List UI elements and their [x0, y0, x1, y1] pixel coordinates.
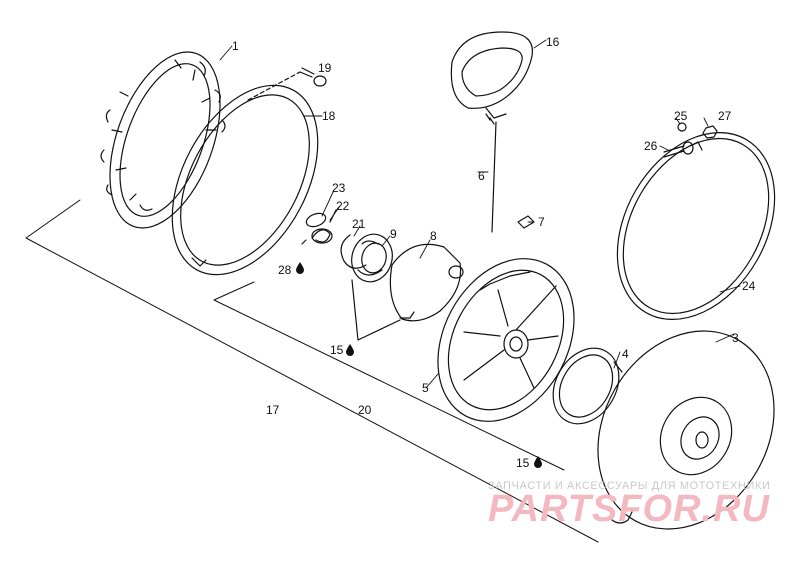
callout-8: 8 — [430, 229, 437, 243]
callout-19: 19 — [318, 61, 332, 75]
watermark-tagline: ЗАПЧАСТИ И АКСЕССУАРЫ ДЛЯ МОТОТЕХНИКИ — [488, 480, 771, 492]
part-25-washer — [677, 122, 687, 132]
part-3-starter-cover — [597, 330, 775, 530]
callout-7: 7 — [538, 215, 545, 229]
grease-drop-icon — [346, 344, 354, 356]
callout-18: 18 — [322, 109, 336, 123]
callout-22: 22 — [336, 199, 350, 213]
callout-27: 27 — [718, 109, 732, 123]
callout-9: 9 — [390, 227, 397, 241]
leader-lines — [219, 39, 741, 389]
callout-15b: 15 — [516, 456, 530, 470]
part-19-bolt — [247, 67, 327, 101]
part-18-outer-ring — [171, 84, 319, 276]
callout-20: 20 — [358, 403, 372, 417]
part-22-spring — [301, 209, 337, 245]
grease-leaders — [351, 279, 401, 341]
callout-1: 1 — [232, 39, 239, 53]
part-9-ratchet-pulley — [351, 233, 393, 283]
part-6-starter-rope — [491, 121, 497, 233]
part-24-cover-band — [616, 131, 776, 321]
callout-26: 26 — [644, 139, 658, 153]
callout-4: 4 — [622, 347, 629, 361]
callout-24: 24 — [742, 279, 756, 293]
grease-drop-icon — [296, 262, 304, 274]
callout-23: 23 — [332, 181, 346, 195]
part-1-ratchet-ring — [100, 51, 226, 229]
callout-16: 16 — [546, 35, 560, 49]
callout-17: 17 — [266, 403, 280, 417]
assembly-bracket-17 — [25, 199, 599, 543]
part-21-circlip — [340, 234, 367, 269]
callout-6: 6 — [478, 169, 485, 183]
callout-15a: 15 — [330, 343, 344, 357]
callout-25: 25 — [674, 109, 688, 123]
grease-drops — [296, 262, 542, 468]
part-5-rope-pulley — [437, 258, 575, 422]
callout-3: 3 — [732, 331, 739, 345]
callout-5: 5 — [422, 381, 429, 395]
grease-drop-icon — [534, 456, 542, 468]
watermark-brand: PARTSFOR.RU — [488, 488, 770, 530]
callout-28: 28 — [278, 263, 292, 277]
assembly-bracket-20 — [213, 281, 565, 471]
part-16-starter-handle — [450, 31, 534, 125]
part-27-nut — [702, 125, 718, 139]
part-23-clip — [305, 212, 327, 228]
part-26-screw — [663, 141, 694, 158]
part-4-recoil-spring — [552, 347, 623, 425]
callout-21: 21 — [352, 217, 366, 231]
